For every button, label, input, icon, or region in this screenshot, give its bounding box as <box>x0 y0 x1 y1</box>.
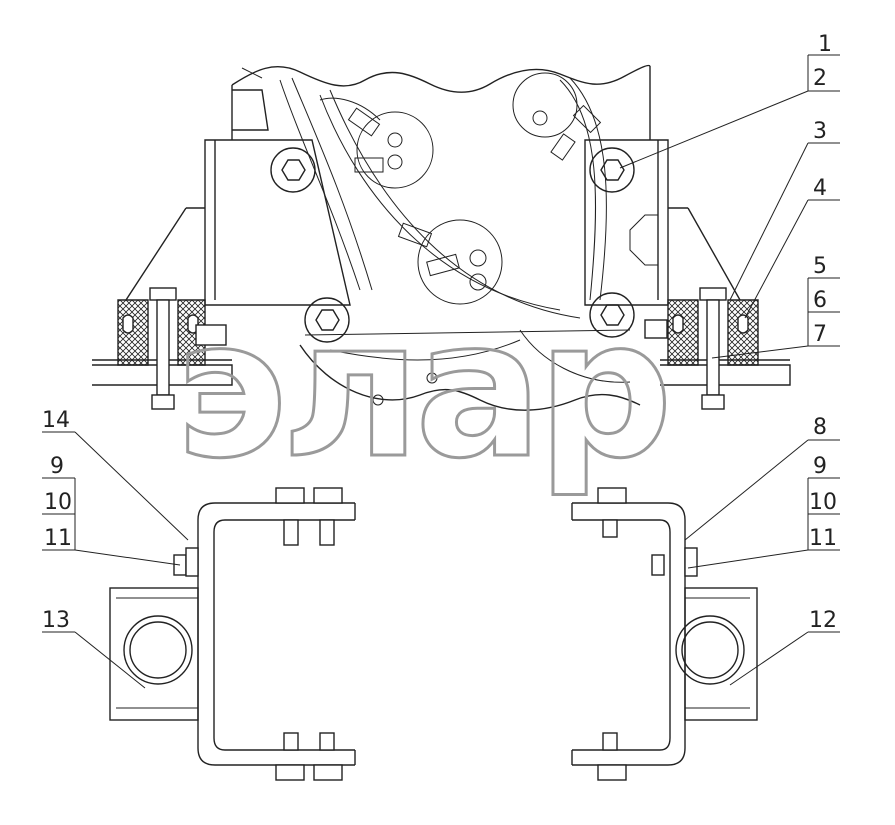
callout-9-right: 9 <box>813 454 827 479</box>
left-mount <box>92 207 233 410</box>
callout-11-right: 11 <box>809 526 837 551</box>
callout-leaders <box>42 54 840 689</box>
callout-12: 12 <box>809 608 837 633</box>
right-mount <box>644 207 791 410</box>
callout-10-right: 10 <box>809 490 837 515</box>
callout-13: 13 <box>42 608 70 633</box>
lower-right-bracket <box>571 487 758 781</box>
callout-3: 3 <box>813 119 827 144</box>
callout-6: 6 <box>813 288 827 313</box>
callout-11-left: 11 <box>44 526 72 551</box>
upper-assembly <box>204 64 669 411</box>
callout-4: 4 <box>813 176 827 201</box>
lower-left-bracket <box>109 487 356 781</box>
callout-labels: 1 2 3 4 5 6 7 8 9 10 11 12 13 14 9 10 11 <box>42 32 837 633</box>
callout-14: 14 <box>42 408 70 433</box>
callout-8: 8 <box>813 415 827 440</box>
callout-7: 7 <box>813 322 827 347</box>
callout-1: 1 <box>818 32 832 57</box>
callout-5: 5 <box>813 254 827 279</box>
callout-2: 2 <box>813 66 827 91</box>
watermark-text: элар <box>175 279 667 500</box>
callout-9-left: 9 <box>50 454 64 479</box>
callout-10-left: 10 <box>44 490 72 515</box>
